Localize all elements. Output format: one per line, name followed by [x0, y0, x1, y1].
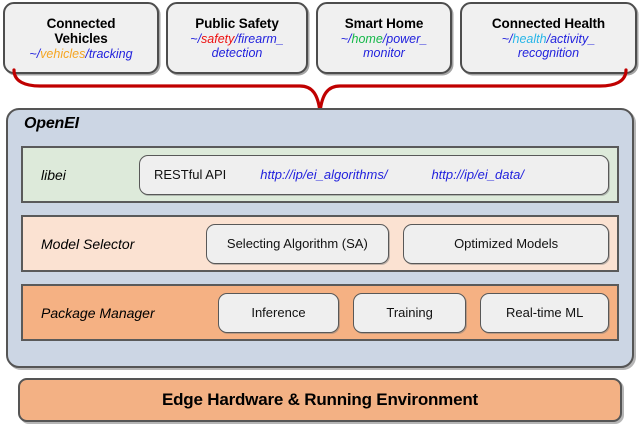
app-path-connected-health: ~/health/activity_ recognition — [502, 32, 595, 60]
path-prefix: ~/ — [29, 46, 41, 61]
layer-package-manager: Package Manager Inference Training Real-… — [21, 284, 619, 341]
path-domain: health — [512, 32, 547, 46]
api-url-ei-algorithms[interactable]: http://ip/ei_algorithms/ — [260, 167, 388, 182]
application-boxes-row: Connected Vehicles ~/vehicles/tracking P… — [0, 0, 640, 78]
layer-label-model-selector: Model Selector — [41, 235, 135, 252]
path-prefix: ~/ — [190, 32, 202, 46]
pill-selecting-algorithm[interactable]: Selecting Algorithm (SA) — [205, 223, 390, 264]
layer-libei: libei RESTful API http://ip/ei_algorithm… — [21, 146, 619, 203]
app-path-connected-vehicles: ~/vehicles/tracking — [29, 47, 132, 61]
path-suffix-line2: monitor — [363, 46, 405, 60]
layer-label-package-manager: Package Manager — [41, 304, 155, 321]
path-suffix-line2: recognition — [517, 46, 580, 60]
app-path-public-safety: ~/safety/firearm_ detection — [190, 32, 283, 60]
restful-api-pill[interactable]: RESTful API http://ip/ei_algorithms/ htt… — [139, 154, 609, 195]
app-box-public-safety[interactable]: Public Safety ~/safety/firearm_ detectio… — [166, 2, 308, 74]
restful-api-label: RESTful API — [154, 167, 227, 182]
app-title-connected-vehicles: Connected Vehicles — [47, 16, 116, 46]
app-box-connected-vehicles[interactable]: Connected Vehicles ~/vehicles/tracking — [3, 2, 159, 74]
path-suffix: /tracking — [85, 46, 133, 61]
app-title-connected-health: Connected Health — [492, 16, 605, 31]
path-prefix: ~/ — [340, 32, 352, 46]
openei-container: OpenEI libei RESTful API http://ip/ei_al… — [6, 108, 634, 368]
path-prefix: ~/ — [501, 32, 513, 46]
pill-inference[interactable]: Inference — [217, 292, 339, 333]
path-suffix: /activity_ — [546, 32, 596, 46]
openei-title: OpenEI — [24, 115, 79, 132]
pill-optimized-models[interactable]: Optimized Models — [403, 223, 609, 264]
path-suffix-line2: detection — [211, 46, 263, 60]
app-path-smart-home: ~/home/power_ monitor — [341, 32, 428, 60]
path-domain: vehicles — [40, 46, 86, 61]
app-title-line1: Connected Health — [491, 16, 606, 31]
app-title-line1: Public Safety — [195, 16, 279, 31]
path-suffix: /power_ — [382, 32, 428, 46]
edge-hardware-bar: Edge Hardware & Running Environment — [18, 378, 622, 422]
app-title-line2: Vehicles — [54, 30, 108, 46]
app-title-line1: Connected — [46, 15, 116, 31]
layer-model-selector: Model Selector Selecting Algorithm (SA) … — [21, 215, 619, 272]
app-box-smart-home[interactable]: Smart Home ~/home/power_ monitor — [316, 2, 452, 74]
edge-hardware-label: Edge Hardware & Running Environment — [161, 390, 479, 409]
app-title-line1: Smart Home — [344, 16, 424, 31]
api-url-ei-data[interactable]: http://ip/ei_data/ — [431, 167, 524, 182]
app-title-public-safety: Public Safety — [195, 16, 279, 31]
app-box-connected-health[interactable]: Connected Health ~/health/activity_ reco… — [460, 2, 637, 74]
pill-real-time-ml[interactable]: Real-time ML — [480, 292, 609, 333]
pill-training[interactable]: Training — [352, 292, 467, 333]
path-domain: safety — [201, 32, 235, 46]
path-domain: home — [351, 32, 383, 46]
layer-label-libei: libei — [41, 166, 66, 183]
app-title-smart-home: Smart Home — [345, 16, 424, 31]
path-suffix: /firearm_ — [234, 32, 284, 46]
